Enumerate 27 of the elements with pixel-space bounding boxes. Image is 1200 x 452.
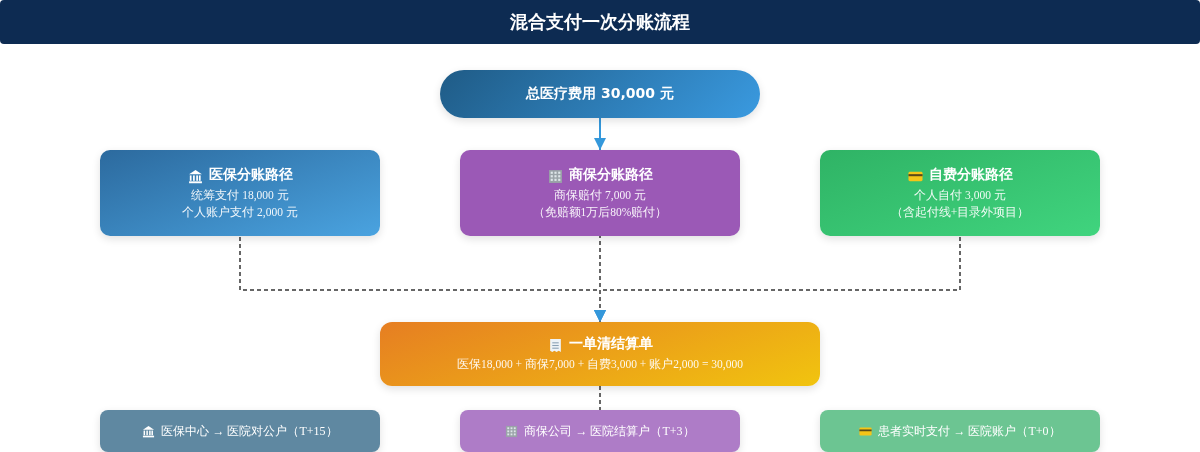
card-text: 统筹支付 18,000 元 [191,187,289,203]
start-pill [440,70,760,118]
card-text: 个人账户支付 2,000 元 [182,204,298,220]
card-heading: 医保分账路径 [208,165,293,184]
card-text: （免赔额1万后80%赔付） [532,204,668,220]
card-text: 医保18,000 + 商保7,000 + 自费3,000 + 账户2,000 = 30,000 [457,357,743,372]
card-text: 患者实时支付 → 医院账户（T+0） [878,422,1061,440]
card-text: 商保公司 → 医院结算户（T+3） [524,422,695,440]
settlement-box [100,410,380,452]
settlement-box [460,410,740,452]
card-heading: 商保分账路径 [568,165,653,184]
total-label: 总医疗费用 30,000 元 [526,85,674,103]
card-text: 商保赔付 7,000 元 [554,187,646,203]
dashed-connector [599,385,601,411]
settlement-card [380,322,820,386]
card-text: 医保中心 → 医院对公户（T+15） [161,422,338,440]
path-card [820,150,1100,236]
arrow [594,235,961,323]
card-text: 个人自付 3,000 元 [914,187,1006,203]
card-text: （含起付线+目录外项目） [890,204,1030,220]
title: 混合支付一次分账流程 [510,10,690,34]
path-card [100,150,380,236]
settlement-box [820,410,1100,452]
arrow [594,117,606,151]
path-card [460,150,740,236]
card-heading: 一单清结算单 [568,335,653,353]
card-heading: 自费分账路径 [928,165,1013,184]
